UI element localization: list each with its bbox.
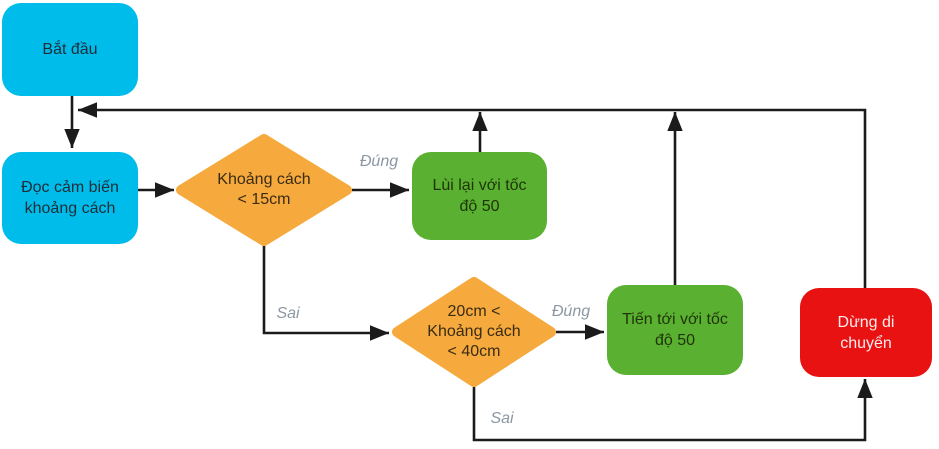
distance-check-diamond-shape (176, 134, 352, 246)
move-forward-node: Tiến tới với tốc độ 50 (607, 285, 743, 375)
range-check-diamond-shape (392, 277, 556, 387)
edge-label-range-true: Đúng (551, 303, 591, 320)
move-back-node: Lùi lại với tốc độ 50 (412, 152, 547, 240)
edge-label-near-true: Đúng (359, 153, 399, 170)
stop-node: Dừng di chuyển (800, 288, 932, 377)
edge-label-near-false: Sai (276, 305, 300, 322)
start-node: Bắt đầu (2, 3, 138, 96)
edge-label-range-false: Sai (490, 410, 514, 427)
read-sensor-node: Đọc cảm biến khoảng cách (2, 152, 138, 244)
distance-check-diamond-label: Khoảng cách < 15cm (217, 171, 311, 208)
edge-check-range-false (472, 378, 873, 442)
edge-feedback-loop (77, 102, 867, 288)
edge-check-near-false (262, 246, 390, 341)
range-check-diamond-label: 20cm < Khoảng cách < 40cm (427, 303, 521, 360)
